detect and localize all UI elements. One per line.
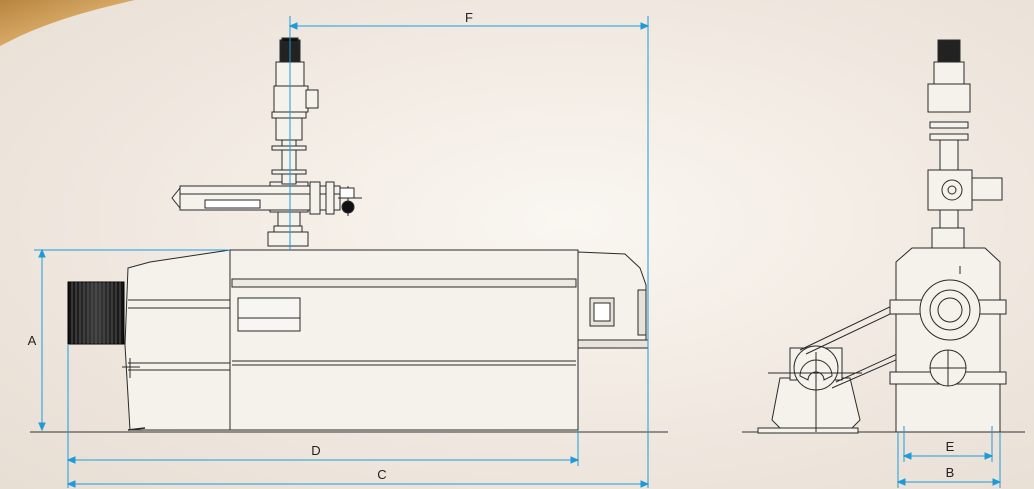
wood-corner-decoration — [0, 0, 135, 46]
side-view-machine — [30, 37, 668, 433]
left-housing — [124, 249, 231, 431]
body-panel — [231, 278, 577, 288]
dim-label-B: B — [946, 465, 955, 480]
dim-label-D: D — [311, 443, 320, 458]
front-view-machine — [742, 39, 1025, 434]
dimension-lines — [34, 16, 1002, 488]
main-body — [229, 249, 579, 431]
dim-label-F: F — [465, 10, 473, 25]
dim-label-C: C — [377, 467, 386, 482]
nameplate — [237, 297, 301, 332]
right-end-housing — [577, 251, 647, 341]
column-base-flange — [267, 231, 309, 247]
motor-housing — [273, 85, 309, 113]
valve-knob — [341, 200, 355, 214]
dim-label-A: A — [28, 333, 37, 348]
dim-label-E: E — [946, 439, 955, 454]
